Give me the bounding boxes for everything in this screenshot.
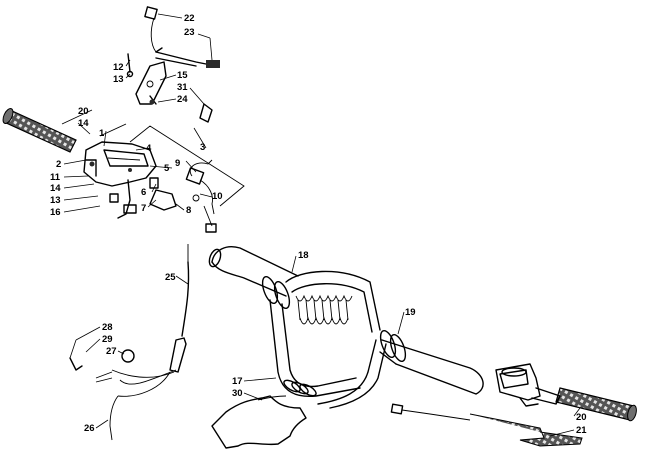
switch-module (185, 159, 217, 233)
throttle-housing (83, 141, 177, 219)
callout-labels: 22 23 12 13 15 31 24 20 14 1 3 4 2 9 5 1… (50, 13, 587, 436)
callout-5: 5 (164, 163, 170, 174)
callout-20-left: 20 (78, 106, 89, 117)
callout-3: 3 (200, 142, 205, 153)
callout-6: 6 (141, 187, 146, 198)
callout-27: 27 (106, 346, 117, 357)
callout-2: 2 (56, 159, 61, 170)
callout-20-right: 20 (576, 412, 587, 423)
brake-master-cylinder (495, 363, 561, 407)
callout-28: 28 (102, 322, 113, 333)
heated-grip-element (390, 403, 583, 447)
callout-16: 16 (50, 207, 61, 218)
callout-1: 1 (99, 128, 105, 139)
callout-17: 17 (232, 376, 243, 387)
callout-31: 31 (177, 82, 188, 93)
callout-8: 8 (186, 205, 191, 216)
callout-23: 23 (184, 27, 195, 38)
leader-lines (61, 13, 581, 437)
callout-11: 11 (50, 172, 61, 183)
callout-15: 15 (177, 70, 188, 81)
clamp-bracket (126, 53, 167, 105)
handlebar-pad-foam (211, 395, 307, 449)
handlebar (208, 246, 484, 409)
callout-13-lower: 13 (50, 195, 61, 206)
callout-19: 19 (405, 307, 416, 318)
callout-14-upper: 14 (78, 118, 89, 129)
assembly-3-outline (129, 125, 245, 207)
callout-7: 7 (141, 203, 146, 214)
callout-14-lower: 14 (50, 183, 61, 194)
throttle-cable (69, 244, 190, 441)
callout-9: 9 (175, 158, 180, 169)
callout-22: 22 (184, 13, 195, 24)
callout-21: 21 (576, 425, 587, 436)
kill-switch (144, 6, 220, 68)
right-grip (555, 387, 637, 422)
callout-24: 24 (177, 94, 188, 105)
callout-25: 25 (165, 272, 176, 283)
callout-13-upper: 13 (113, 74, 124, 85)
callout-26: 26 (84, 423, 95, 434)
connector-31 (199, 103, 213, 123)
callout-30: 30 (232, 388, 243, 399)
callout-4: 4 (146, 143, 152, 154)
left-grip (2, 108, 77, 153)
callout-10: 10 (212, 191, 223, 202)
callout-29: 29 (102, 334, 113, 345)
callout-18: 18 (298, 250, 309, 261)
crossbar-pad (295, 294, 353, 325)
callout-12: 12 (113, 62, 124, 73)
